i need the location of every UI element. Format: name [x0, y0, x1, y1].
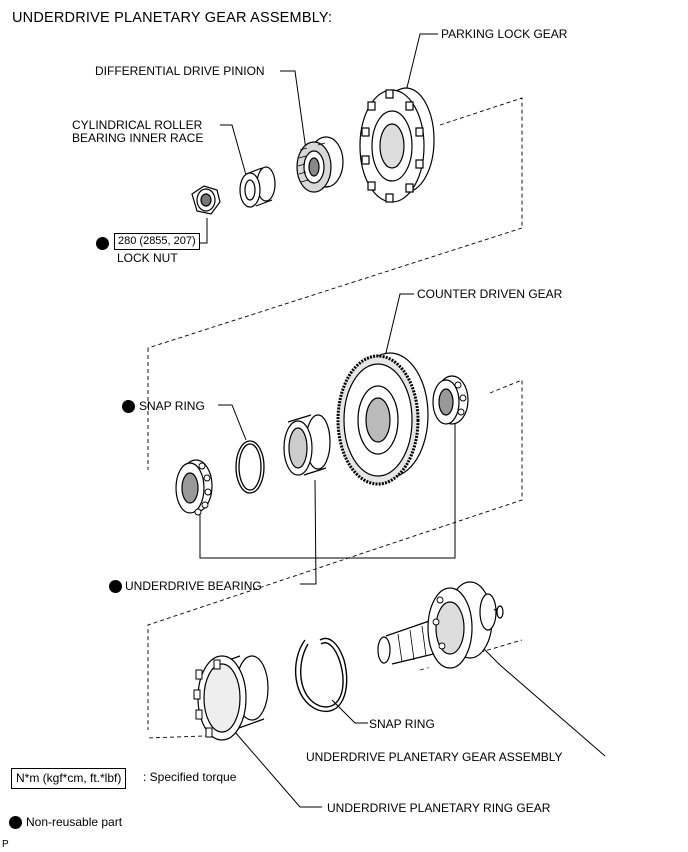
- label-cylindrical-roller-line1: CYLINDRICAL ROLLER: [72, 118, 203, 132]
- page-title: UNDERDRIVE PLANETARY GEAR ASSEMBLY:: [12, 10, 333, 26]
- parking-lock-gear-part: [359, 87, 435, 203]
- non-reusable-marker-snap-ring: [122, 400, 135, 413]
- legend-torque-unit-box: N*m (kgf*cm, ft.*lbf): [11, 768, 127, 789]
- label-snap-ring-lower: SNAP RING: [369, 717, 435, 731]
- label-lock-nut: LOCK NUT: [117, 251, 178, 265]
- torque-box-lock-nut: 280 (2855, 207): [114, 233, 200, 250]
- snap-ring-lower-part: [294, 637, 348, 713]
- legend-non-reusable-label: Non-reusable part: [26, 815, 123, 829]
- legend-torque-desc: : Specified torque: [143, 770, 237, 784]
- label-cylindrical-roller-line2: BEARING INNER RACE: [72, 131, 204, 145]
- label-underdrive-bearing: UNDERDRIVE BEARING: [125, 579, 262, 593]
- label-snap-ring-upper: SNAP RING: [139, 399, 205, 413]
- label-counter-driven-gear: COUNTER DRIVEN GEAR: [417, 287, 563, 301]
- underdrive-bearing-left-part: [175, 459, 213, 516]
- ring-gear-part: [193, 655, 269, 741]
- corner-mark: P: [2, 839, 9, 850]
- underdrive-bearing-outer-race-part: [283, 414, 331, 476]
- lock-nut-part: [191, 185, 221, 215]
- drive-pinion-part: [296, 136, 344, 193]
- underdrive-bearing-right-part: [432, 375, 469, 425]
- assembly-guide-upper: [147, 97, 523, 470]
- counter-driven-gear-part: [336, 352, 429, 486]
- legend-non-reusable-marker: [9, 816, 22, 829]
- label-differential-drive-pinion: DIFFERENTIAL DRIVE PINION: [95, 64, 265, 78]
- inner-race-part: [239, 166, 276, 208]
- snap-ring-upper-part: [235, 440, 265, 494]
- label-underdrive-planetary-ring-gear: UNDERDRIVE PLANETARY RING GEAR: [327, 801, 551, 815]
- planetary-gear-assembly-part: [377, 581, 504, 670]
- label-underdrive-planetary-gear-assembly: UNDERDRIVE PLANETARY GEAR ASSEMBLY: [306, 750, 563, 764]
- non-reusable-marker-lock-nut: [96, 237, 109, 250]
- label-parking-lock-gear: PARKING LOCK GEAR: [441, 27, 568, 41]
- non-reusable-marker-underdrive-bearing: [109, 580, 122, 593]
